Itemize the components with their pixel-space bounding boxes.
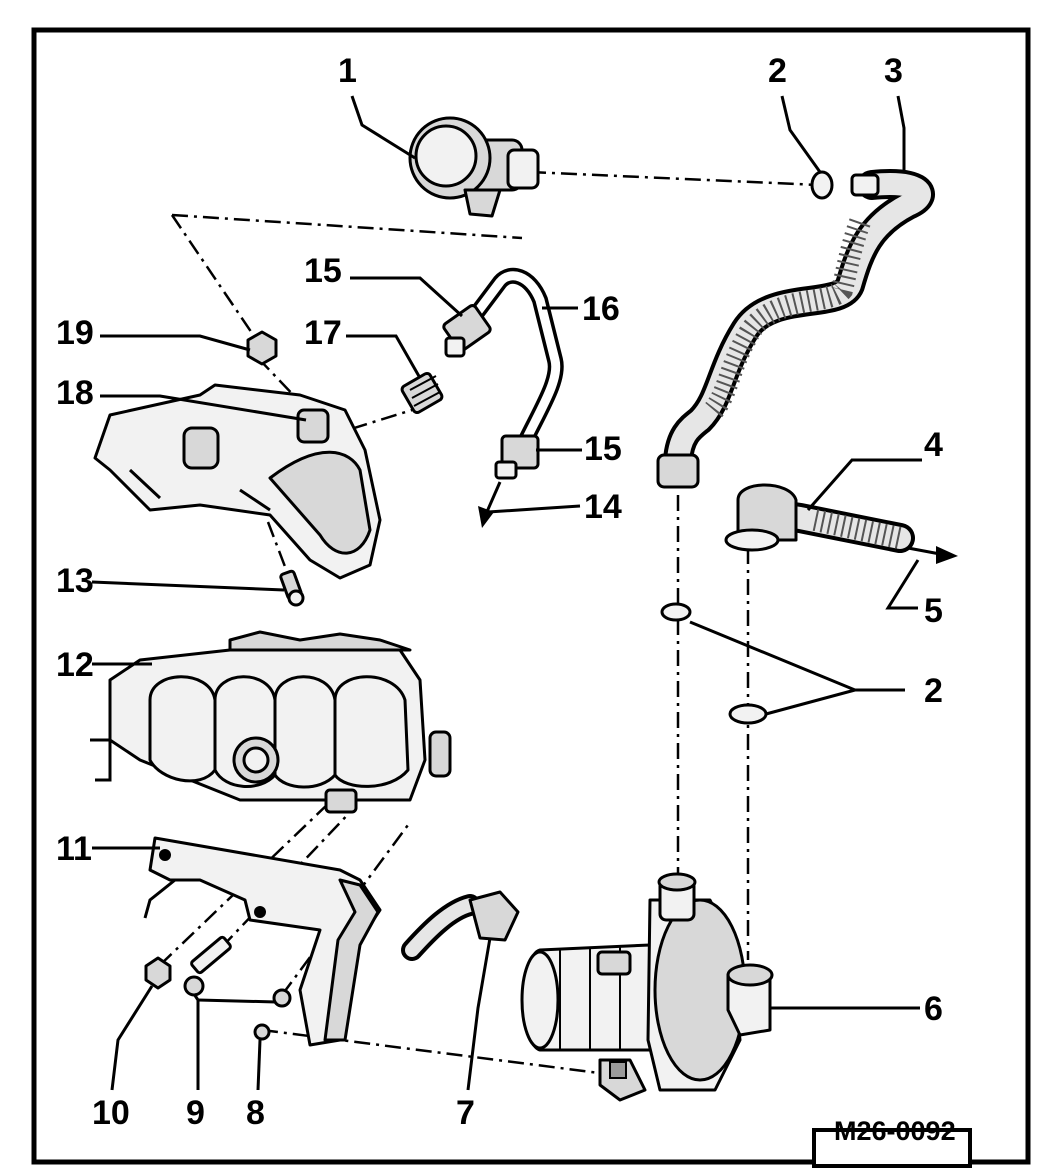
part-4-elbow-hose bbox=[724, 483, 915, 553]
callout-2-top: 2 bbox=[768, 52, 787, 90]
part-2-o-ring-lower bbox=[728, 703, 768, 725]
part-13-bolt bbox=[279, 569, 305, 607]
part-2-o-ring-upper bbox=[660, 602, 692, 622]
callout-2-lower: 2 bbox=[924, 672, 943, 710]
part-19-nut bbox=[246, 330, 278, 366]
callout-9: 9 bbox=[186, 1094, 205, 1132]
reference-code-box: M26-0092 bbox=[812, 1116, 972, 1168]
callout-15-upper: 15 bbox=[304, 252, 342, 290]
callout-19: 19 bbox=[56, 314, 94, 352]
callout-3: 3 bbox=[884, 52, 903, 90]
callout-labels: 1 2 3 15 16 19 17 18 4 15 14 13 5 12 2 1… bbox=[56, 52, 943, 1132]
callout-12: 12 bbox=[56, 646, 94, 684]
diagram-frame bbox=[31, 27, 1031, 1165]
part-6-air-pump bbox=[520, 872, 774, 1102]
callout-7: 7 bbox=[456, 1094, 475, 1132]
part-12-manifold bbox=[90, 630, 452, 814]
callout-15-lower: 15 bbox=[584, 430, 622, 468]
callout-13: 13 bbox=[56, 562, 94, 600]
part-17-threaded-fitting bbox=[400, 371, 444, 415]
callout-8: 8 bbox=[246, 1094, 265, 1132]
part-16-pipe bbox=[462, 267, 564, 456]
part-1-combination-valve bbox=[408, 116, 540, 218]
part-15-union-nut-lower bbox=[494, 434, 540, 480]
callout-16: 16 bbox=[582, 290, 620, 328]
flow-arrow-5 bbox=[907, 546, 958, 564]
part-7-connector bbox=[401, 890, 520, 961]
leader-lines bbox=[91, 95, 922, 1091]
part-2-o-ring-top bbox=[810, 170, 834, 200]
callout-17: 17 bbox=[304, 314, 342, 352]
part-15-union-nut-upper bbox=[442, 304, 492, 358]
callout-1: 1 bbox=[338, 52, 357, 90]
flow-arrow-14 bbox=[478, 481, 502, 528]
part-11-bracket bbox=[143, 836, 382, 1047]
callout-18: 18 bbox=[56, 374, 94, 412]
part-3-air-hose bbox=[656, 169, 935, 489]
part-9-stud bbox=[183, 935, 292, 1008]
part-8-washer bbox=[253, 1023, 271, 1041]
callout-5: 5 bbox=[924, 592, 943, 630]
callout-4: 4 bbox=[924, 426, 943, 464]
part-18-heat-shield bbox=[93, 383, 382, 580]
callout-6: 6 bbox=[924, 990, 943, 1028]
callout-11: 11 bbox=[56, 830, 92, 868]
part-10-nut bbox=[144, 956, 172, 990]
callout-14: 14 bbox=[584, 488, 622, 526]
callout-10: 10 bbox=[92, 1094, 130, 1132]
reference-code: M26-0092 bbox=[834, 1116, 956, 1146]
